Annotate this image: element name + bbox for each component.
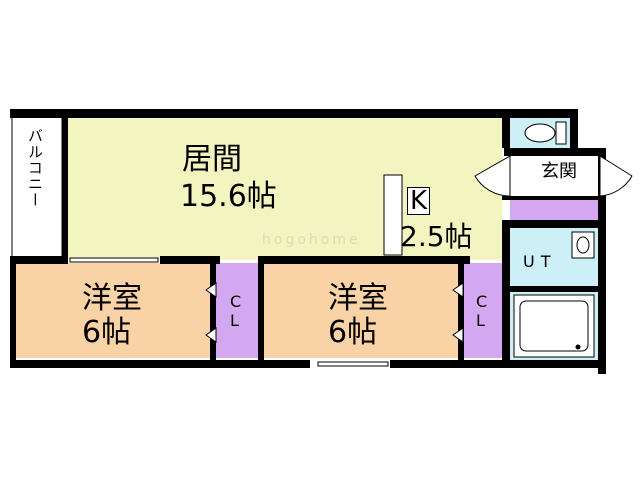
kitchen-letter: K	[407, 187, 431, 215]
closet2-door-top	[452, 282, 464, 298]
balcony-label: バルコニー	[26, 128, 44, 208]
bedroom1-name: 洋室	[82, 281, 142, 316]
entrance-door-right	[599, 155, 633, 197]
toilet-icon	[524, 121, 567, 145]
kitchen-counter	[383, 174, 403, 256]
closet1-fill	[216, 263, 258, 358]
balcony-area	[11, 114, 63, 261]
closet1-door-top	[205, 282, 217, 298]
closet2-fill	[463, 263, 503, 358]
window-bedroom1	[69, 257, 159, 263]
closet1-door-bottom	[205, 327, 217, 343]
closet2-door-bottom	[452, 327, 464, 343]
bedroom1-size: 6帖	[82, 315, 132, 350]
bedroom2-size: 6帖	[328, 315, 378, 350]
kitchen-size: 2.5帖	[400, 220, 473, 253]
bedroom2-name: 洋室	[328, 281, 388, 316]
watermark: hogohome	[262, 232, 361, 248]
entrance-fill	[510, 156, 600, 196]
closet1-label: CL	[230, 292, 242, 331]
entrance-door-left	[474, 155, 511, 197]
window-bottom	[317, 361, 389, 367]
utility-label: UT	[523, 252, 557, 271]
living-room-size: 15.6帖	[180, 179, 277, 214]
walls	[10, 109, 606, 374]
closet2-label: CL	[476, 292, 488, 331]
shoe-closet-fill	[510, 198, 600, 220]
bathtub-icon	[513, 294, 595, 358]
entrance-label: 玄関	[541, 161, 577, 182]
living-room-name: 居間	[182, 142, 242, 177]
washbasin-icon	[571, 231, 595, 259]
bedroom1-fill	[15, 263, 210, 358]
bedroom2-fill	[264, 263, 460, 358]
